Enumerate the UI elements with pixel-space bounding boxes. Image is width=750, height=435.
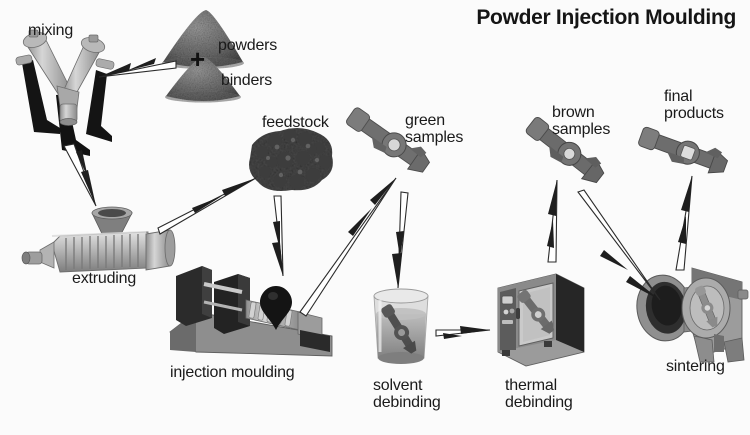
arrow-solvent-to-thermal [435, 326, 491, 339]
screw-extruder-icon [21, 206, 176, 273]
thermal-debinding-oven-icon [497, 273, 585, 367]
arrow-sintering-to-final [675, 175, 693, 271]
plus-symbol: + [190, 44, 206, 74]
arrow-extruding-to-feedstock [157, 177, 257, 235]
label-green-samples: green samples [405, 112, 464, 146]
page-title: Powder Injection Moulding [476, 6, 736, 29]
arrow-green-to-solvent [392, 191, 409, 289]
arrow-mixing-to-extruding [63, 143, 97, 207]
label-powders: powders [218, 37, 278, 54]
label-feedstock: feedstock [262, 114, 329, 131]
label-thermal-debinding: thermal debinding [505, 377, 573, 411]
arrow-injection-to-green [299, 177, 397, 317]
final-part-icon [638, 126, 729, 174]
green-part-icon [346, 107, 431, 173]
arrow-feedstock-to-injection [272, 195, 284, 277]
arrow-powders-to-mixing [98, 58, 177, 78]
label-brown-samples: brown samples [552, 104, 611, 138]
label-sintering: sintering [666, 358, 725, 375]
label-solvent-debinding: solvent debinding [373, 377, 441, 411]
brown-part-icon [525, 116, 605, 184]
arrow-brown-to-sintering [577, 189, 661, 301]
label-mixing: mixing [28, 22, 74, 39]
label-injection-moulding: injection moulding [170, 364, 295, 381]
binder-cone-icon [165, 57, 241, 103]
solvent-beaker-icon [373, 288, 429, 364]
label-binders: binders [221, 72, 273, 89]
label-final-products: final products [664, 88, 724, 122]
arrow-thermal-to-brown [547, 179, 558, 263]
v-blender-mixer-icon [15, 29, 115, 156]
sintering-furnace-icon [636, 267, 749, 363]
feedstock-granules-icon [249, 127, 333, 191]
label-extruding: extruding [72, 270, 137, 287]
injection-moulding-machine-icon [169, 266, 333, 357]
flow-arrows [63, 58, 693, 339]
